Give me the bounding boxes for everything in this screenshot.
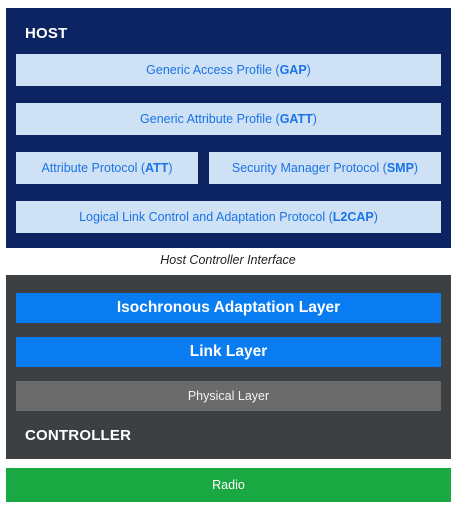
att-box: Attribute Protocol (ATT) [16, 152, 198, 184]
radio-box: Radio [6, 468, 451, 502]
controller-title: CONTROLLER [25, 427, 132, 444]
smp-abbr: SMP [386, 161, 414, 175]
smp-label: Security Manager Protocol ( [231, 161, 387, 175]
att-close: ) [168, 161, 173, 175]
gap-label: Generic Access Profile ( [146, 63, 280, 77]
gatt-label: Generic Attribute Profile ( [140, 112, 280, 126]
controller-block: Isochronous Adaptation Layer Link Layer … [6, 275, 451, 459]
l2cap-label: Logical Link Control and Adaptation Prot… [79, 210, 333, 224]
physical-layer-label: Physical Layer [187, 389, 270, 403]
link-layer-label: Link Layer [189, 343, 268, 360]
isochronous-adaptation-layer-label: Isochronous Adaptation Layer [116, 299, 341, 316]
att-abbr: ATT [144, 161, 169, 175]
link-layer-box: Link Layer [16, 337, 441, 367]
gatt-close: ) [312, 112, 317, 126]
l2cap-close: ) [373, 210, 378, 224]
gap-abbr: GAP [279, 63, 307, 77]
l2cap-box: Logical Link Control and Adaptation Prot… [16, 201, 441, 233]
isochronous-adaptation-layer-box: Isochronous Adaptation Layer [16, 293, 441, 323]
gap-close: ) [306, 63, 311, 77]
smp-box: Security Manager Protocol (SMP) [209, 152, 441, 184]
gatt-box: Generic Attribute Profile (GATT) [16, 103, 441, 135]
gap-box: Generic Access Profile (GAP) [16, 54, 441, 86]
l2cap-abbr: L2CAP [332, 210, 374, 224]
att-label: Attribute Protocol ( [41, 161, 145, 175]
smp-close: ) [413, 161, 419, 175]
physical-layer-box: Physical Layer [16, 381, 441, 411]
host-block: HOST Generic Access Profile (GAP) Generi… [6, 8, 451, 248]
radio-label: Radio [212, 478, 245, 492]
host-controller-interface-label: Host Controller Interface [160, 253, 296, 267]
gatt-abbr: GATT [279, 112, 313, 126]
host-title: HOST [25, 25, 68, 42]
